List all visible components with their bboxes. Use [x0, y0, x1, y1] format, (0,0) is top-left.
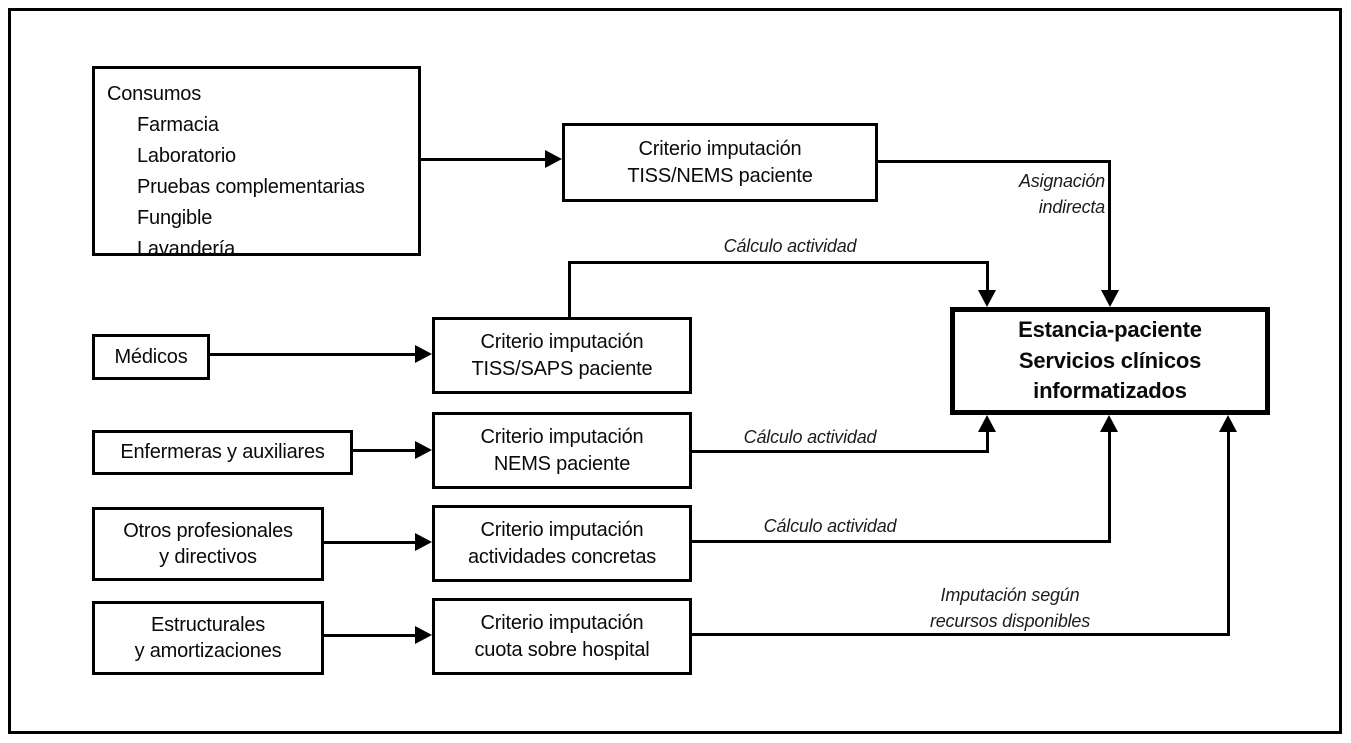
arrowhead-right-icon: [415, 345, 432, 363]
arrowhead-up-icon: [1100, 415, 1118, 432]
edge-estructurales-cuota: [324, 634, 416, 637]
edge-label-calculo-actividad-concretas: Cálculo actividad: [763, 516, 897, 536]
outer-border: [8, 8, 1342, 734]
consumos-item: Farmacia: [137, 114, 219, 136]
edge-medicos-tisssaps: [210, 353, 416, 356]
edge-tisssaps-estancia: [568, 261, 989, 264]
node-consumos-title: Consumos: [107, 83, 201, 105]
edge-label-asignacion-indirecta: Asignación indirecta: [945, 168, 1105, 220]
node-text: informatizados: [1033, 378, 1187, 404]
edge-nems-estancia: [692, 450, 989, 453]
edge-actividades-estancia: [1108, 428, 1111, 543]
node-estructurales: Estructurales y amortizaciones: [92, 601, 324, 675]
arrowhead-right-icon: [415, 533, 432, 551]
arrowhead-down-icon: [1101, 290, 1119, 307]
edge-tisssaps-estancia: [568, 261, 571, 317]
node-text: TISS/SAPS paciente: [471, 357, 653, 380]
edge-actividades-estancia: [692, 540, 1111, 543]
node-text: Estructurales: [150, 613, 266, 636]
node-enfermeras: Enfermeras y auxiliares: [92, 430, 353, 475]
consumos-item: Pruebas complementarias: [137, 176, 365, 198]
node-text: cuota sobre hospital: [474, 638, 650, 661]
edge-label-calculo-actividad-top: Cálculo actividad: [723, 236, 857, 256]
node-text: Criterio imputación: [480, 519, 644, 542]
node-criterio-cuota: Criterio imputación cuota sobre hospital: [432, 598, 692, 675]
arrowhead-right-icon: [415, 441, 432, 459]
node-text: Médicos: [114, 345, 188, 368]
edge-label-imputacion-recursos: Imputación según recursos disponibles: [910, 582, 1110, 634]
node-text: Enfermeras y auxiliares: [120, 441, 325, 464]
node-text: Criterio imputación: [480, 331, 644, 354]
consumos-item: Lavandería: [137, 238, 236, 260]
node-medicos: Médicos: [92, 334, 210, 380]
node-otros-profesionales: Otros profesionales y directivos: [92, 507, 324, 581]
node-estancia-paciente: Estancia-paciente Servicios clínicos inf…: [950, 307, 1270, 415]
node-text: Criterio imputación: [480, 612, 644, 635]
edge-cuota-estancia: [692, 633, 1230, 636]
edge-tissnems-estancia: [877, 160, 1111, 163]
node-text: actividades concretas: [467, 545, 657, 568]
node-consumos: Consumos Farmacia Laboratorio Pruebas co…: [92, 66, 421, 260]
node-text: Criterio imputación: [480, 426, 644, 449]
edge-nems-estancia: [986, 428, 989, 453]
edge-label-text: Imputación según: [940, 585, 1080, 605]
arrowhead-up-icon: [978, 415, 996, 432]
arrowhead-down-icon: [978, 290, 996, 307]
arrowhead-up-icon: [1219, 415, 1237, 432]
node-text: NEMS paciente: [493, 452, 631, 475]
node-text: Otros profesionales: [123, 519, 293, 542]
node-text: TISS/NEMS paciente: [627, 164, 813, 187]
edge-cuota-estancia: [1227, 428, 1230, 636]
edge-label-text: Asignación: [1018, 171, 1105, 191]
arrowhead-right-icon: [415, 626, 432, 644]
edge-enfermeras-nems: [353, 449, 416, 452]
edge-label-text: recursos disponibles: [929, 611, 1091, 632]
edge-label-text: indirecta: [1038, 197, 1105, 218]
node-text: Estancia-paciente: [1018, 316, 1202, 342]
consumos-item: Laboratorio: [137, 145, 236, 167]
node-text: Servicios clínicos: [1018, 347, 1202, 373]
node-text: y amortizaciones: [134, 640, 282, 662]
edge-tissnems-estancia: [1108, 160, 1111, 292]
edge-label-calculo-actividad-nems: Cálculo actividad: [743, 427, 877, 447]
node-text: y directivos: [159, 546, 257, 568]
node-criterio-actividades: Criterio imputación actividades concreta…: [432, 505, 692, 582]
arrowhead-right-icon: [545, 150, 562, 168]
node-criterio-tiss-saps: Criterio imputación TISS/SAPS paciente: [432, 317, 692, 394]
edge-tisssaps-estancia: [986, 261, 989, 293]
edge-consumos-tissnems: [420, 158, 548, 161]
edge-otros-actividades: [324, 541, 416, 544]
node-text: Criterio imputación: [638, 138, 802, 161]
node-criterio-nems: Criterio imputación NEMS paciente: [432, 412, 692, 489]
consumos-item: Fungible: [137, 207, 213, 229]
node-criterio-tiss-nems: Criterio imputación TISS/NEMS paciente: [562, 123, 878, 202]
